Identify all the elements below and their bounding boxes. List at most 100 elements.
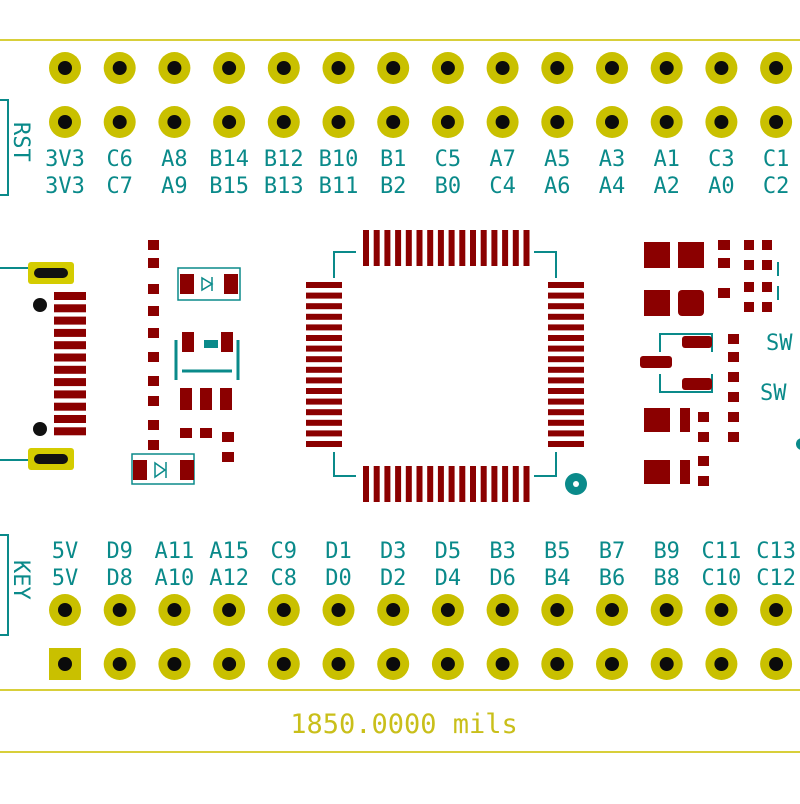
pin-label: A10 [155, 566, 195, 591]
pad-drill [659, 657, 674, 671]
mcu-pin [523, 466, 530, 502]
smd-pad [728, 392, 739, 402]
mcu-pin [548, 303, 584, 310]
pad-drill [605, 61, 619, 75]
mcu-pin [548, 335, 584, 341]
smd-pad [728, 352, 739, 362]
mcu-pin [548, 409, 584, 416]
pad-drill [222, 115, 237, 129]
mcu-pin [448, 466, 455, 502]
mcu-pin [405, 230, 412, 266]
usb-pin-pad [54, 341, 86, 350]
pad-drill [769, 657, 784, 671]
usb-pin-pad [54, 328, 86, 337]
pad-drill [331, 61, 346, 75]
dimension-label: 1850.0000 mils [290, 709, 518, 740]
mcu-pin [395, 466, 402, 502]
pad-drill [605, 115, 619, 129]
pin-label: 5V [52, 539, 79, 564]
pin-label: B14 [209, 147, 249, 172]
smd-pad [148, 240, 159, 250]
pad-drill [714, 657, 729, 671]
pin-label: B1 [380, 147, 407, 172]
mcu-pin [448, 230, 455, 266]
usb-pin-pad [54, 415, 86, 423]
mcu-pin [437, 230, 444, 266]
pin-label: A1 [653, 147, 680, 172]
pin-label: B15 [209, 174, 249, 199]
pin-label: A15 [209, 539, 249, 564]
pad-drill [714, 61, 729, 75]
pad-drill [495, 657, 510, 671]
mcu-pin [459, 230, 466, 266]
pad-drill [276, 657, 291, 671]
right-side-components: SW SW [640, 240, 800, 486]
pin-label: B4 [544, 566, 571, 591]
mcu-pin [548, 430, 584, 437]
mcu-pin [306, 366, 342, 373]
mcu-pin [427, 466, 434, 502]
usb-pin-pad [54, 390, 86, 399]
top-header-pads [49, 52, 793, 138]
pin-label: B9 [653, 539, 680, 564]
mcu-pin [363, 466, 369, 502]
mcu-pin [416, 230, 423, 266]
mcu-pin [548, 377, 584, 384]
pin-label: C2 [763, 174, 790, 199]
diode-icon [177, 267, 241, 301]
mcu-pin [306, 303, 342, 310]
mcu-pin [384, 466, 391, 502]
mcu-pin [548, 282, 584, 288]
pin-label: B5 [544, 539, 571, 564]
diode-icon [131, 453, 195, 485]
pad-drill [58, 115, 72, 129]
pin-label: A11 [155, 539, 195, 564]
mcu-chip [306, 230, 587, 502]
pad-drill [112, 603, 127, 617]
mcu-pin [437, 466, 444, 502]
pad-drill [495, 603, 510, 617]
mcu-pin [480, 466, 487, 502]
smd-pad [698, 432, 709, 442]
usb-pin-pad [54, 304, 86, 313]
pad-drill [495, 61, 510, 75]
smd-pad [698, 456, 709, 466]
pad-drill [605, 657, 619, 671]
pin-label: D0 [325, 566, 352, 591]
pad-drill [440, 61, 455, 75]
pin-label: B12 [264, 147, 304, 172]
pad-drill [386, 657, 401, 671]
pin-label: C13 [756, 539, 796, 564]
smd-pad [148, 376, 159, 386]
mcu-pin [306, 377, 342, 384]
mcu-pin [470, 466, 476, 502]
pin-label: A4 [599, 174, 626, 199]
pad-drill [386, 61, 401, 75]
mcu-pin [491, 230, 498, 266]
pad-drill [769, 115, 784, 129]
pad-drill [714, 603, 729, 617]
pin-label: C1 [763, 147, 790, 172]
mcu-pin [548, 313, 584, 320]
usb-pin-pad [54, 378, 86, 387]
usb-pin-pad [54, 353, 86, 362]
smd-pad [148, 258, 159, 268]
pin-label: A0 [708, 174, 735, 199]
pad-drill [167, 61, 182, 75]
voltage-regulator [174, 332, 240, 462]
pad-drill [714, 115, 729, 129]
pad-drill [769, 61, 784, 75]
pad-drill [659, 603, 674, 617]
mcu-pin [373, 466, 380, 502]
pin-label: C4 [489, 174, 516, 199]
mcu-pin [548, 324, 584, 331]
smd-pad [148, 306, 159, 316]
key-label: KEY [8, 560, 33, 600]
pin-label: D2 [380, 566, 407, 591]
pad-drill [440, 603, 455, 617]
pin-label: 5V [52, 566, 79, 591]
pin-label: D1 [325, 539, 352, 564]
pad-drill [386, 603, 401, 617]
pin-label: A8 [161, 147, 188, 172]
mcu-pin [306, 398, 342, 405]
